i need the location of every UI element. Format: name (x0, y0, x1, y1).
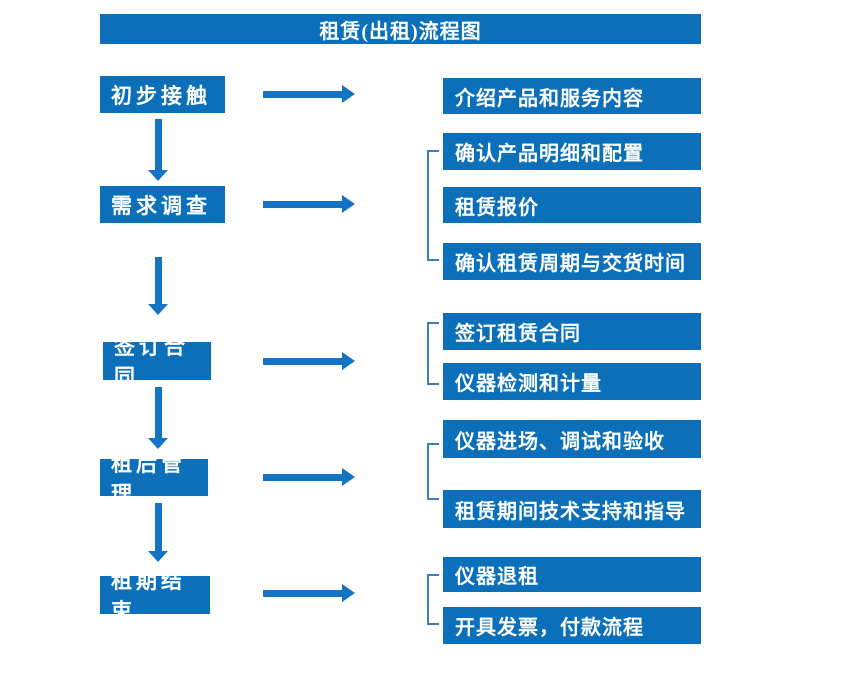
output-box: 签订租赁合同 (443, 313, 701, 350)
step-label: 初步接触 (111, 83, 211, 108)
right-arrow-head (342, 468, 355, 486)
bracket-connector (427, 150, 439, 261)
down-arrow-shaft (154, 119, 162, 170)
output-box: 介绍产品和服务内容 (443, 78, 701, 114)
output-label: 租赁期间技术支持和指导 (455, 500, 686, 523)
down-arrow-shaft (154, 257, 162, 304)
step-box-sign-contract: 签订合同 (103, 335, 211, 389)
output-label: 仪器进场、调试和验收 (455, 430, 665, 453)
down-arrow-shaft (154, 503, 162, 551)
right-arrow-head (342, 85, 355, 103)
output-label: 仪器检测和计量 (455, 373, 602, 395)
right-arrow-shaft (263, 473, 342, 481)
bracket-connector (427, 322, 439, 385)
output-box: 确认租赁周期与交货时间 (443, 243, 701, 280)
page-title: 租赁(出租)流程图 (319, 20, 482, 43)
right-arrow-icon (263, 468, 355, 486)
step-box-demand-survey: 需求调查 (100, 186, 225, 223)
output-box: 仪器退租 (443, 557, 701, 592)
output-box: 租赁报价 (443, 187, 701, 223)
right-arrow-shaft (263, 357, 342, 365)
output-label: 租赁报价 (455, 196, 539, 219)
down-arrow-icon (147, 387, 169, 449)
right-arrow-icon (263, 85, 355, 103)
down-arrow-icon (147, 503, 169, 562)
right-arrow-icon (263, 584, 355, 602)
output-box: 仪器进场、调试和验收 (443, 420, 701, 458)
bracket-connector (427, 443, 439, 500)
step-label: 租后管理 (111, 451, 186, 506)
step-label: 租期结束 (111, 569, 186, 623)
down-arrow-head (148, 304, 168, 315)
down-arrow-icon (147, 257, 169, 315)
step-box-rental-end: 租期结束 (100, 569, 210, 623)
right-arrow-shaft (263, 589, 342, 597)
step-box-post-rental-management: 租后管理 (100, 452, 208, 506)
bracket-connector (427, 574, 439, 625)
output-box: 确认产品明细和配置 (443, 133, 701, 170)
output-label: 开具发票，付款流程 (455, 617, 644, 639)
title-bar: 租赁(出租)流程图 (100, 14, 701, 44)
down-arrow-shaft (154, 387, 162, 438)
output-label: 确认租赁周期与交货时间 (455, 253, 686, 275)
down-arrow-head (148, 438, 168, 449)
right-arrow-icon (263, 195, 355, 213)
down-arrow-icon (147, 119, 169, 181)
step-label: 签订合同 (114, 335, 189, 389)
right-arrow-head (342, 195, 355, 213)
right-arrow-head (342, 352, 355, 370)
output-label: 签订租赁合同 (455, 323, 581, 345)
output-box: 租赁期间技术支持和指导 (443, 490, 701, 528)
output-label: 确认产品明细和配置 (455, 143, 644, 165)
output-box: 仪器检测和计量 (443, 363, 701, 400)
output-box: 开具发票，付款流程 (443, 607, 701, 644)
down-arrow-head (148, 170, 168, 181)
step-label: 需求调查 (111, 193, 211, 218)
right-arrow-shaft (263, 90, 342, 98)
step-box-initial-contact: 初步接触 (100, 76, 225, 113)
right-arrow-shaft (263, 200, 342, 208)
output-label: 仪器退租 (455, 566, 539, 588)
right-arrow-head (342, 584, 355, 602)
output-label: 介绍产品和服务内容 (455, 87, 644, 110)
right-arrow-icon (263, 352, 355, 370)
down-arrow-head (148, 551, 168, 562)
